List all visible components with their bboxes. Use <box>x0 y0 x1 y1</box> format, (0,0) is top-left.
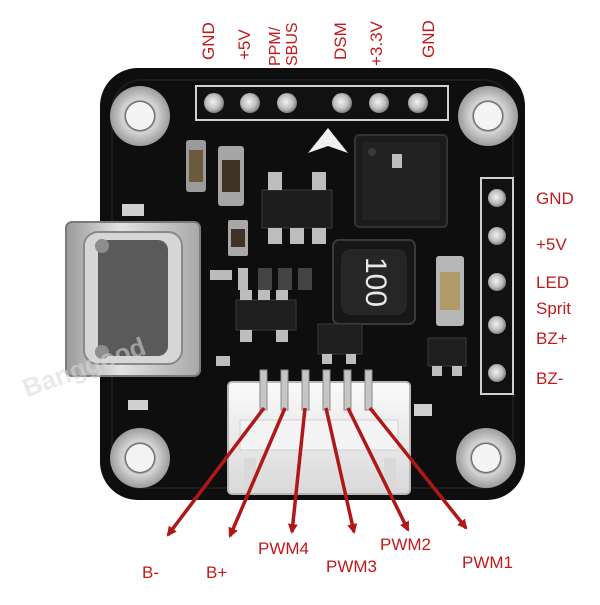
bottom-pwm-connector <box>227 369 411 495</box>
label-right-bz-plus: BZ+ <box>536 329 568 348</box>
label-right-sprit: Sprit <box>536 299 571 318</box>
mounting-hole-top-left <box>110 86 170 146</box>
label-top-gnd: GND <box>199 22 218 60</box>
inductor: 100 <box>332 239 416 325</box>
label-bottom-pwm1: PWM1 <box>462 553 513 572</box>
right-header-pads <box>480 177 514 395</box>
label-top-dsm: DSM <box>331 22 350 60</box>
micro-usb-port <box>65 221 201 377</box>
mcu-chip <box>354 134 448 228</box>
arrow-b-plus <box>228 407 287 538</box>
inductor-marking: 100 <box>359 257 392 307</box>
label-top-gnd-2: GND <box>419 20 438 58</box>
pinout-arrows <box>166 406 468 538</box>
mounting-hole-bottom-right <box>456 428 516 488</box>
label-bottom-pwm4: PWM4 <box>258 539 309 558</box>
arrow-pwm1 <box>368 406 468 530</box>
label-bottom-b-plus: B+ <box>206 563 228 582</box>
mounting-hole-top-right <box>458 86 518 146</box>
mounting-hole-bottom-left <box>110 428 170 488</box>
arrow-pwm4 <box>287 407 307 534</box>
label-bottom-b-minus: B- <box>142 563 159 582</box>
label-bottom-pwm2: PWM2 <box>380 535 431 554</box>
label-bottom-pwm3: PWM3 <box>326 557 377 576</box>
arrow-pwm3 <box>324 407 358 534</box>
top-header-pads <box>195 85 449 121</box>
arrow-pwm2 <box>346 407 410 532</box>
capacitors <box>186 140 464 326</box>
label-sbus-line: SBUS <box>283 22 301 66</box>
label-top-5v: +5V <box>235 29 254 60</box>
arrow-b-minus <box>166 406 266 537</box>
label-right-5v: +5V <box>536 235 567 254</box>
smd-components <box>122 154 467 416</box>
label-ppm-line: PPM/ <box>267 26 284 66</box>
label-top-ppm-sbus: PPM/ SBUS <box>267 22 302 66</box>
orientation-arrow-mark <box>308 128 348 153</box>
label-right-gnd: GND <box>536 189 574 208</box>
label-top-3v3: +3.3V <box>367 21 386 66</box>
regulator-chip <box>261 172 333 244</box>
label-right-led: LED <box>536 273 570 292</box>
label-right-bz-minus: BZ- <box>536 369 564 388</box>
